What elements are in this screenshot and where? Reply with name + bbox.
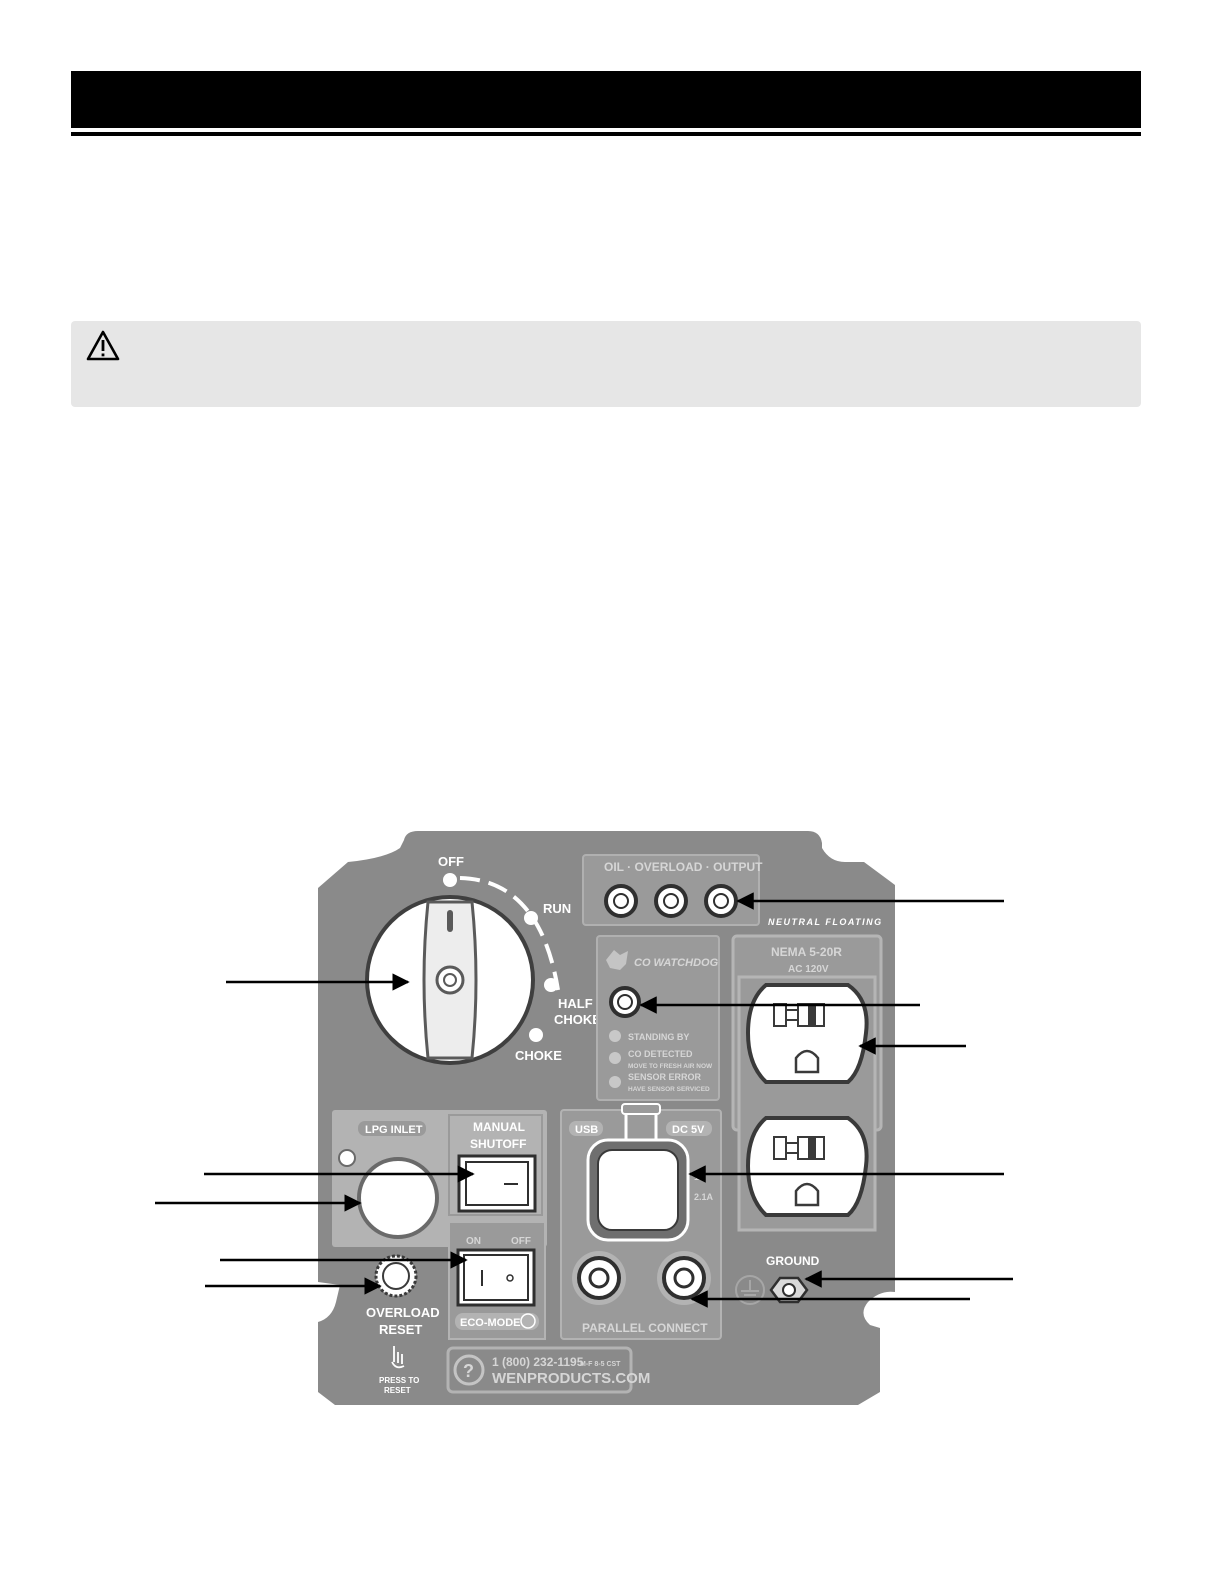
oil-indicator-light <box>604 884 638 918</box>
section-header-bar <box>71 71 1141 128</box>
help-contact-box <box>446 1346 633 1394</box>
eco-mode-tag <box>455 1313 539 1330</box>
press-to-label: PRESS TO <box>379 1376 419 1385</box>
eco-mode-label: ECO-MODE <box>460 1317 521 1329</box>
eco-on-label: ON <box>466 1236 481 1247</box>
phone-number: 1 (800) 232-1195 <box>492 1355 584 1369</box>
co-detected-sublabel: MOVE TO FRESH AIR NOW <box>628 1063 713 1070</box>
ground-terminal[interactable] <box>769 1276 809 1304</box>
usb-2a-label: 2.1A <box>694 1192 714 1202</box>
half-label: HALF <box>558 996 593 1011</box>
phone-hours: M-F 8-5 CST <box>580 1361 621 1368</box>
website-label: WENPRODUCTS.COM <box>492 1370 650 1387</box>
co-test-button[interactable] <box>609 986 641 1018</box>
nema-label: NEMA 5-20R <box>771 945 842 959</box>
press-reset-label: RESET <box>384 1386 411 1395</box>
co-watchdog-label: CO WATCHDOG <box>634 957 719 969</box>
co-detected-label: CO DETECTED <box>628 1049 693 1059</box>
parallel-port-left[interactable] <box>572 1251 626 1305</box>
sensor-error-sublabel: HAVE SENSOR SERVICED <box>628 1086 710 1093</box>
off-position-dot <box>443 873 457 887</box>
lpg-inlet-port[interactable] <box>357 1157 439 1239</box>
neutral-floating-label: NEUTRAL FLOATING <box>768 917 883 927</box>
overload-reset-button[interactable] <box>374 1254 418 1298</box>
usb-tag <box>569 1121 603 1136</box>
press-finger-icon <box>391 1346 405 1369</box>
choke-knob[interactable] <box>365 895 535 1065</box>
eco-mode-switch[interactable] <box>456 1248 536 1307</box>
callout-arrows <box>155 892 1013 1308</box>
output-indicator-light <box>704 884 738 918</box>
ground-symbol-icon <box>735 1275 765 1305</box>
help-question-icon <box>453 1354 485 1386</box>
leaf-icon <box>520 1313 536 1329</box>
dc5v-label: DC 5V <box>672 1124 705 1136</box>
sensor-error-label: SENSOR ERROR <box>628 1072 702 1082</box>
standing-by-label: STANDING BY <box>628 1032 689 1042</box>
eco-off-label: OFF <box>511 1236 531 1247</box>
standing-by-light <box>609 1030 621 1042</box>
co-watchdog-panel <box>596 935 720 1101</box>
manual-shutoff-switch[interactable] <box>457 1154 537 1213</box>
run-label: RUN <box>543 901 571 916</box>
manual-label: MANUAL <box>473 1120 525 1134</box>
overload-indicator-light <box>654 884 688 918</box>
choke-arc <box>459 876 560 991</box>
choke-label: CHOKE <box>515 1048 562 1063</box>
parallel-connect-label: PARALLEL CONNECT <box>582 1321 708 1335</box>
ac-outlet-top[interactable] <box>745 983 869 1084</box>
overload-label: OVERLOAD <box>366 1305 440 1320</box>
shutoff-label: SHUTOFF <box>470 1137 526 1151</box>
indicators-title: OIL · OVERLOAD · OUTPUT <box>604 860 763 874</box>
warning-triangle-icon <box>86 330 120 361</box>
dc5v-tag <box>666 1121 712 1136</box>
co-detected-light <box>609 1052 621 1064</box>
warning-box <box>71 321 1141 407</box>
reset-label: RESET <box>379 1322 422 1337</box>
ac-voltage-label: AC 120V <box>788 964 829 975</box>
sensor-error-light <box>609 1076 621 1088</box>
run-position-dot <box>524 911 538 925</box>
off-label: OFF <box>438 854 464 869</box>
half-choke-position-dot <box>544 978 558 992</box>
parallel-port-right[interactable] <box>657 1251 711 1305</box>
lpg-indicator-dot <box>338 1149 356 1167</box>
ac-outlet-bottom[interactable] <box>745 1116 869 1217</box>
watchdog-logo-icon <box>606 950 628 970</box>
half-choke-label: CHOKE <box>554 1012 601 1027</box>
section-header-rule <box>71 132 1141 136</box>
lpg-inlet-label: LPG INLET <box>365 1124 423 1136</box>
lpg-inlet-tag <box>358 1121 426 1136</box>
ground-label: GROUND <box>766 1254 820 1268</box>
help-question-mark: ? <box>463 1361 474 1381</box>
usb-label: USB <box>575 1124 598 1136</box>
choke-position-dot <box>529 1028 543 1042</box>
usb-port-cover[interactable] <box>586 1103 690 1242</box>
